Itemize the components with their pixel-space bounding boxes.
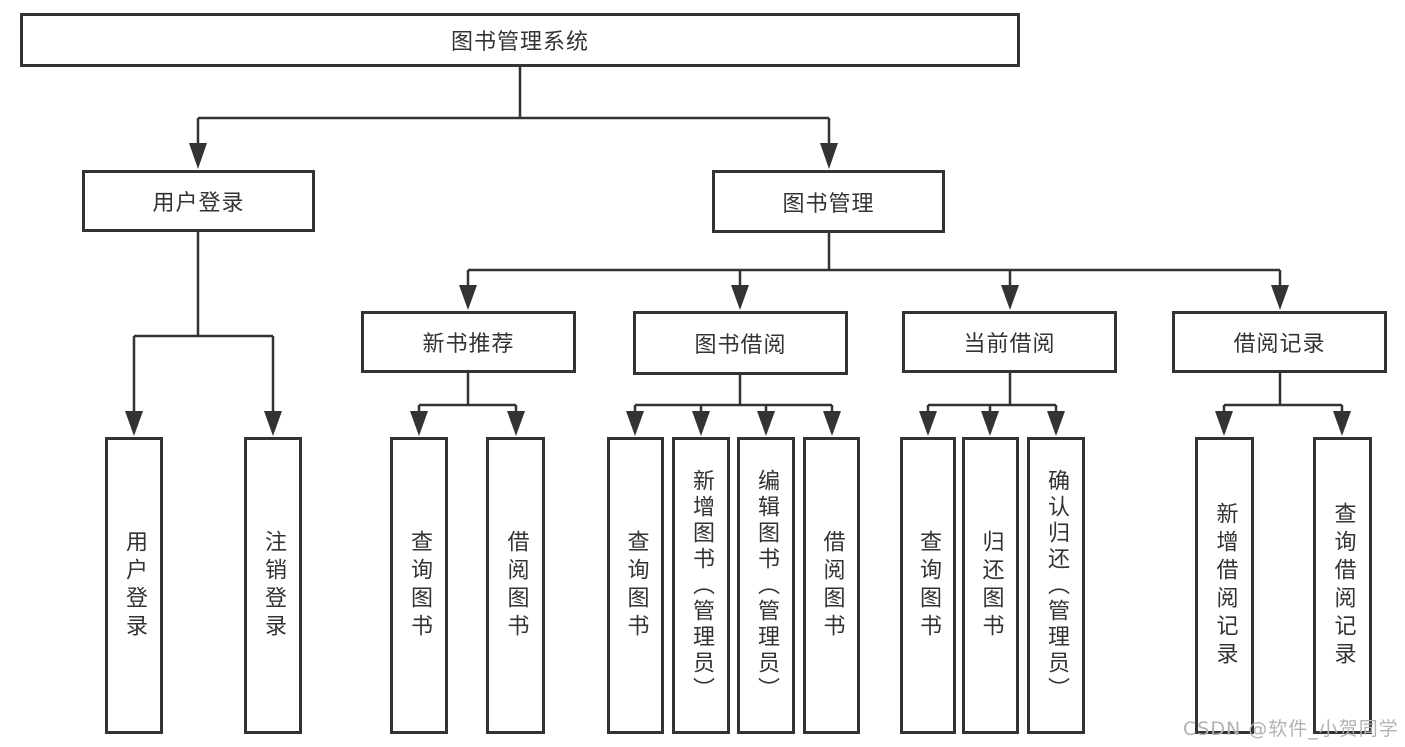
leaf-logout: 注销登录: [244, 437, 302, 734]
arrow-icon: [189, 143, 207, 169]
leaf-user-login: 用户登录: [105, 437, 163, 734]
arrow-icon: [731, 285, 749, 310]
arrow-icon: [823, 411, 841, 436]
connector-new-book-recommend: [417, 373, 518, 414]
leaf-add-borrow-record: 新增借阅记录: [1195, 437, 1254, 734]
arrow-icon: [264, 411, 282, 436]
connector-user-login: [132, 232, 275, 414]
arrow-icon: [757, 411, 775, 436]
arrow-icon: [1001, 285, 1019, 310]
arrow-icon: [626, 411, 644, 436]
node-book-management: 图书管理: [712, 170, 945, 233]
node-borrowing-records: 借阅记录: [1172, 311, 1387, 373]
arrow-icon: [459, 285, 477, 310]
arrowheads: [125, 143, 1351, 436]
arrow-icon: [981, 411, 999, 436]
leaf-query-books-current: 查询图书: [900, 437, 956, 734]
leaf-edit-books-admin: 编辑图书（管理员）: [737, 437, 795, 734]
node-library-management-system: 图书管理系统: [20, 13, 1020, 67]
arrow-icon: [1271, 285, 1289, 310]
arrow-icon: [692, 411, 710, 436]
leaf-borrow-books-borrow: 借阅图书: [803, 437, 860, 734]
leaf-return-books: 归还图书: [962, 437, 1019, 734]
leaf-confirm-return-admin: 确认归还（管理员）: [1027, 437, 1085, 734]
node-book-borrowing: 图书借阅: [633, 311, 848, 375]
leaf-query-books-newrec: 查询图书: [390, 437, 448, 734]
arrow-icon: [125, 411, 143, 436]
leaf-query-borrow-record: 查询借阅记录: [1313, 437, 1372, 734]
leaf-add-books-admin: 新增图书（管理员）: [672, 437, 730, 734]
connector-book-management: [466, 233, 1282, 288]
arrow-icon: [919, 411, 937, 436]
node-current-borrowing: 当前借阅: [902, 311, 1117, 373]
node-new-book-recommend: 新书推荐: [361, 311, 576, 373]
arrow-icon: [507, 411, 525, 436]
arrow-icon: [1333, 411, 1351, 436]
connector-book-borrowing: [633, 375, 834, 414]
node-user-login: 用户登录: [82, 170, 315, 232]
arrow-icon: [1215, 411, 1233, 436]
csdn-watermark: CSDN @软件_小贺同学: [1183, 718, 1399, 740]
leaf-borrow-books-newrec: 借阅图书: [486, 437, 545, 734]
arrow-icon: [1047, 411, 1065, 436]
arrow-icon: [410, 411, 428, 436]
leaf-query-books-borrow: 查询图书: [607, 437, 664, 734]
connector-borrowing-records: [1222, 373, 1344, 414]
connector-root: [196, 67, 831, 146]
arrow-icon: [820, 143, 838, 169]
connector-current-borrowing: [926, 373, 1058, 414]
